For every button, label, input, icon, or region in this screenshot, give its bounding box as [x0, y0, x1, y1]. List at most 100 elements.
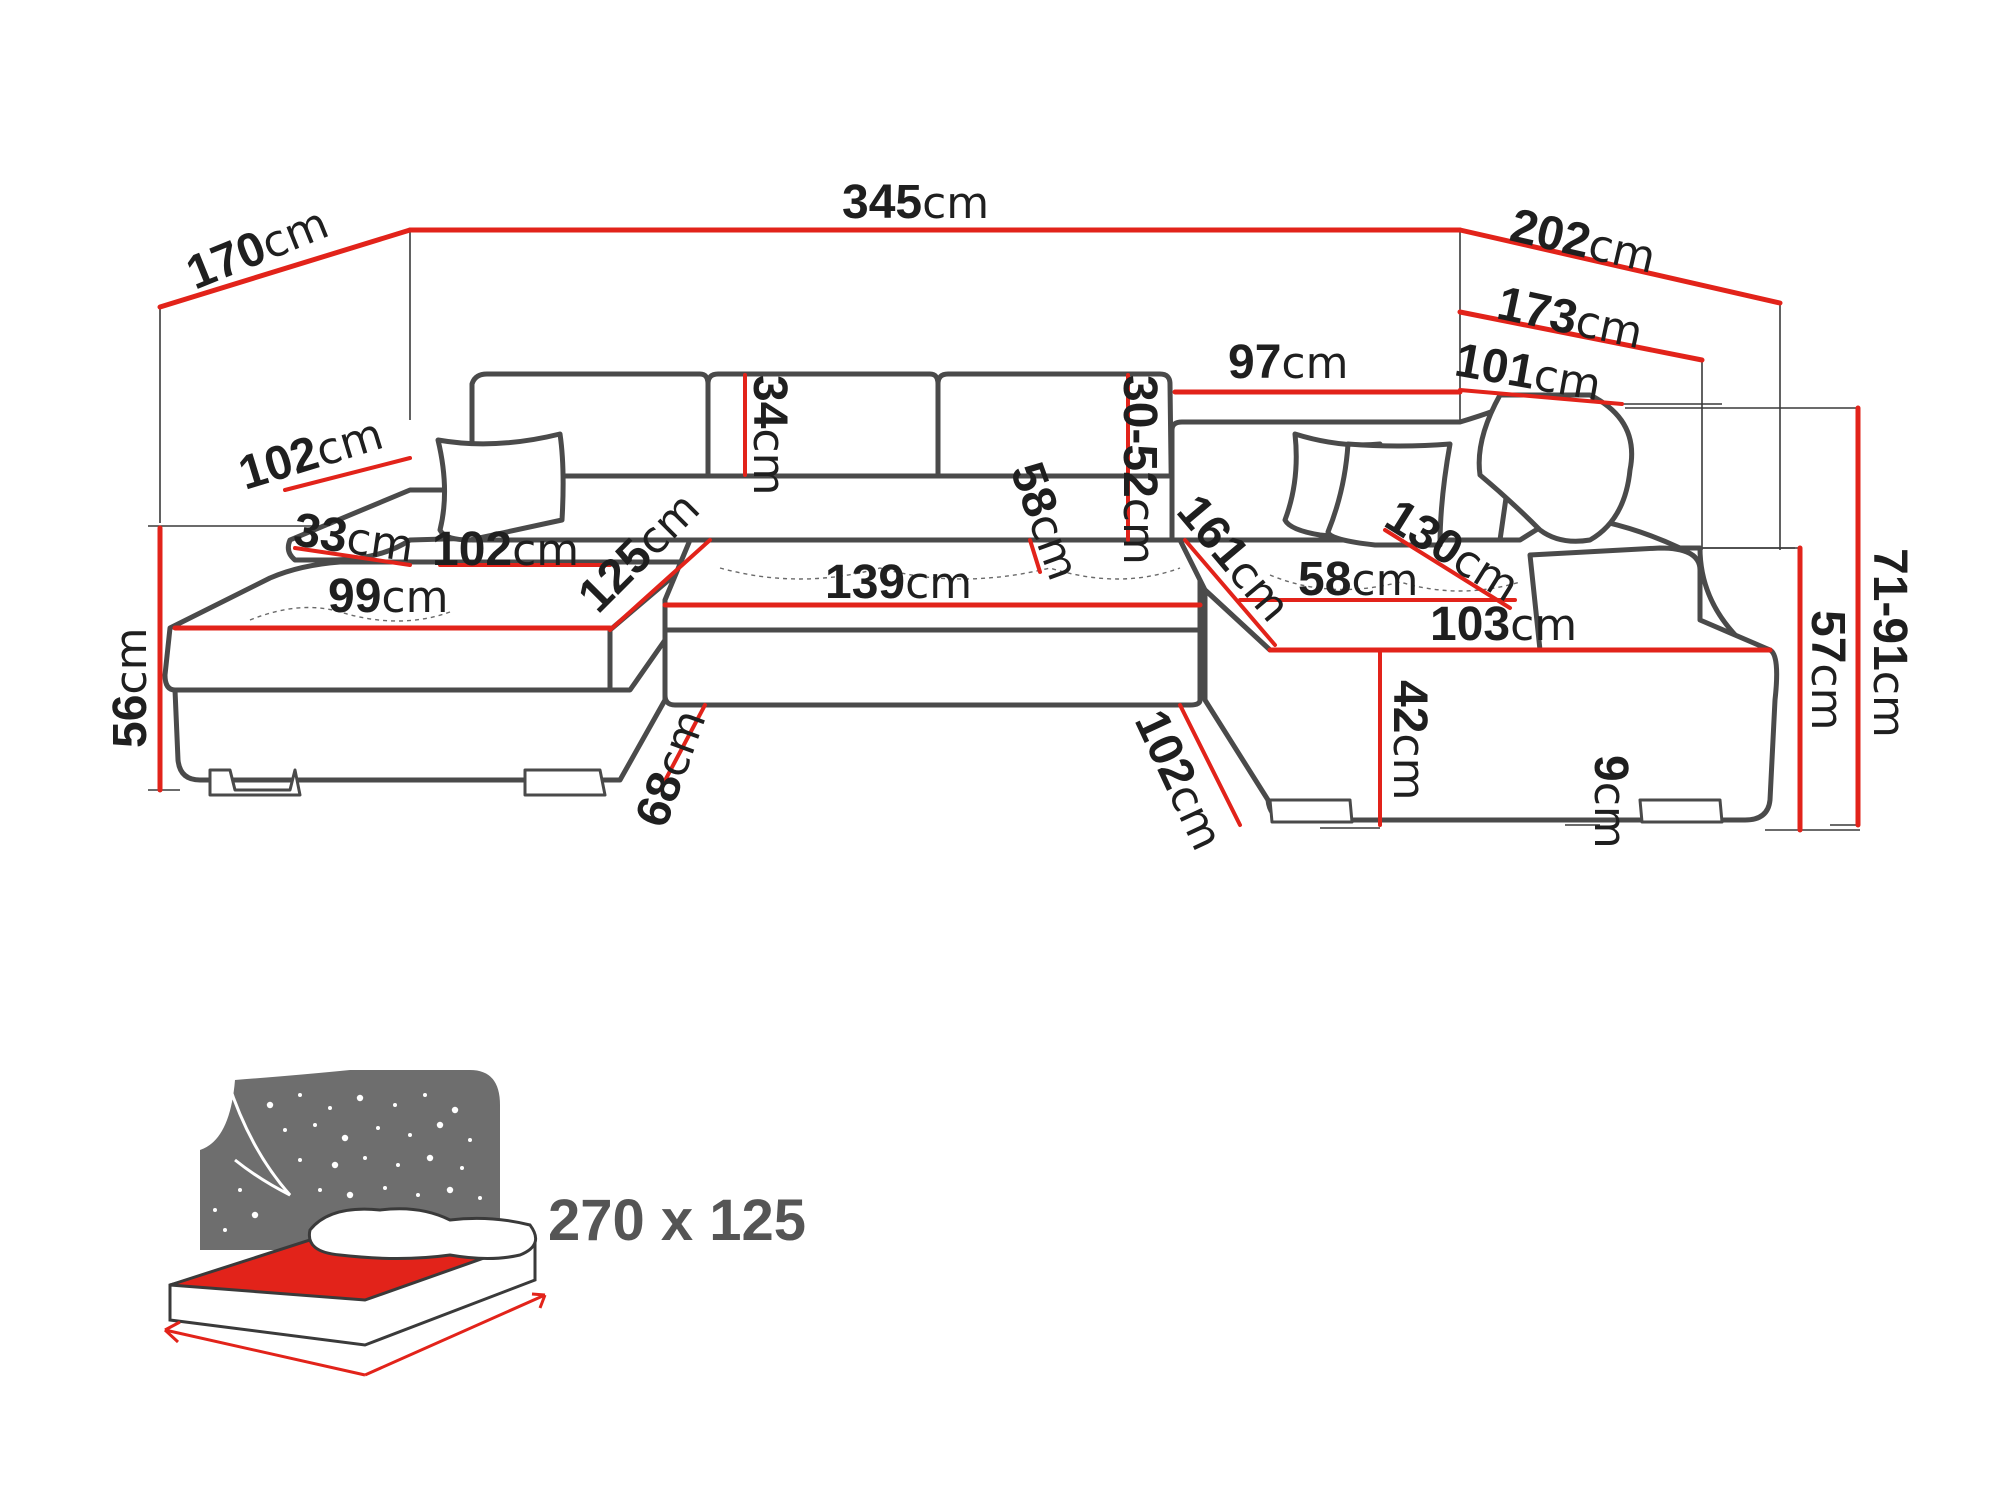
label-headrest-unit: cm — [1113, 498, 1164, 565]
label-total-height-unit: cm — [1863, 671, 1914, 738]
line-chaise-length — [608, 538, 712, 632]
line-right-seat-len — [1383, 528, 1512, 610]
label-chaise-width: 102cm — [432, 523, 579, 576]
label-right-depth: 202cm — [1506, 199, 1661, 284]
duvet — [307, 1207, 538, 1260]
star-icon — [423, 1093, 427, 1097]
label-total-width-unit: cm — [922, 178, 989, 229]
label-center-width-value: 139 — [825, 556, 905, 609]
label-leg-height-unit: cm — [1584, 782, 1635, 849]
sleeping-function-icon — [163, 1070, 547, 1377]
label-right-seat-depth-unit: cm — [1351, 555, 1418, 606]
headrest-pillow — [1476, 392, 1635, 544]
label-left-armrest-value: 102 — [233, 426, 325, 500]
label-backrest-height-value: 34 — [743, 375, 796, 429]
label-back-right-value: 97 — [1228, 336, 1281, 389]
label-total-width-value: 345 — [842, 176, 922, 229]
label-left-seat-value: 99 — [328, 570, 381, 623]
star-icon — [298, 1093, 302, 1097]
label-right-inner-unit: cm — [1571, 296, 1647, 360]
label-total-width: 345cm — [842, 176, 989, 229]
star-icon — [383, 1186, 387, 1190]
label-backrest-height: 34cm — [743, 375, 796, 495]
label-chaise-width-unit: cm — [512, 525, 579, 576]
star-icon — [251, 1211, 259, 1219]
star-icon — [238, 1188, 242, 1192]
label-left-height: 56cm — [104, 628, 157, 748]
label-right-seat-width-unit: cm — [1510, 600, 1577, 651]
label-seat-height: 42cm — [1383, 680, 1436, 800]
label-left-armrest: 102cm — [233, 407, 389, 501]
label-headrest: 30-52cm — [1113, 375, 1166, 565]
label-right-seat-depth: 58cm — [1298, 553, 1418, 606]
corner-sofa-outline — [162, 371, 1780, 824]
label-right-seat-width-value: 103 — [1430, 598, 1510, 651]
label-right-depth-value: 202 — [1506, 199, 1596, 269]
line-left-depth — [157, 227, 413, 310]
line-right-leg-gap — [1178, 703, 1242, 827]
leg-2 — [523, 768, 607, 797]
line-right-inner — [1457, 309, 1705, 363]
label-left-arm-height: 33cm — [290, 503, 417, 572]
label-right-inner-value: 173 — [1493, 277, 1582, 345]
label-total-height: 71-91cm — [1863, 548, 1916, 738]
label-headrest-value: 30-52 — [1113, 375, 1166, 498]
star-icon — [331, 1161, 339, 1169]
label-left-depth: 170cm — [179, 196, 335, 300]
star-icon — [318, 1188, 322, 1192]
label-left-arm-height-value: 33 — [290, 503, 350, 563]
back-cushion-2 — [705, 371, 941, 479]
star-icon — [328, 1106, 332, 1110]
left-pillow — [435, 431, 566, 543]
star-icon — [460, 1166, 464, 1170]
line-right-chaise — [1183, 538, 1277, 647]
star-icon — [396, 1163, 400, 1167]
label-right-seat-width: 103cm — [1430, 598, 1577, 651]
line-left-armrest — [283, 456, 412, 492]
star-icon — [363, 1156, 367, 1160]
line-left-leg-gap — [658, 703, 707, 792]
star-icon — [446, 1186, 454, 1194]
star-icon — [223, 1228, 227, 1232]
leg-3 — [1268, 798, 1354, 824]
line-center-depth — [1028, 538, 1042, 574]
line-right-arm — [1458, 388, 1624, 406]
star-icon — [408, 1133, 412, 1137]
label-right-seat-depth-value: 58 — [1298, 553, 1351, 606]
label-leg-height: 9cm — [1584, 755, 1637, 849]
label-center-width-unit: cm — [905, 558, 972, 609]
star-icon — [416, 1193, 420, 1197]
label-seat-height-value: 42 — [1383, 680, 1436, 733]
star-icon — [468, 1138, 472, 1142]
star-icon — [436, 1121, 444, 1129]
night-sky-panel — [200, 1070, 500, 1250]
star-icon — [426, 1154, 434, 1162]
stars — [213, 1093, 482, 1232]
label-right-depth-unit: cm — [1584, 219, 1661, 284]
label-left-height-unit: cm — [106, 628, 157, 695]
label-right-arm-unit: cm — [1530, 350, 1605, 412]
label-left-height-value: 56 — [104, 695, 157, 748]
star-icon — [213, 1208, 217, 1212]
star-icon — [356, 1094, 364, 1102]
label-backrest-height-unit: cm — [743, 428, 794, 495]
label-right-height-unit: cm — [1801, 663, 1852, 730]
leg-4 — [1638, 798, 1724, 824]
label-back-right: 97cm — [1228, 336, 1348, 389]
star-icon — [478, 1196, 482, 1200]
bed-size-label: 270 x 125 — [548, 1188, 806, 1253]
line-right-depth — [1457, 227, 1783, 306]
label-seat-height-unit: cm — [1383, 733, 1434, 800]
label-right-arm: 101cm — [1451, 334, 1605, 412]
label-left-seat-unit: cm — [381, 572, 448, 623]
star-icon — [451, 1106, 459, 1114]
label-back-right-unit: cm — [1281, 338, 1348, 389]
line-left-arm-height — [293, 546, 412, 567]
center-base — [662, 627, 1203, 708]
star-icon — [266, 1101, 274, 1109]
label-right-height: 57cm — [1801, 610, 1854, 730]
star-icon — [298, 1158, 302, 1162]
label-total-height-value: 71-91 — [1863, 548, 1916, 671]
